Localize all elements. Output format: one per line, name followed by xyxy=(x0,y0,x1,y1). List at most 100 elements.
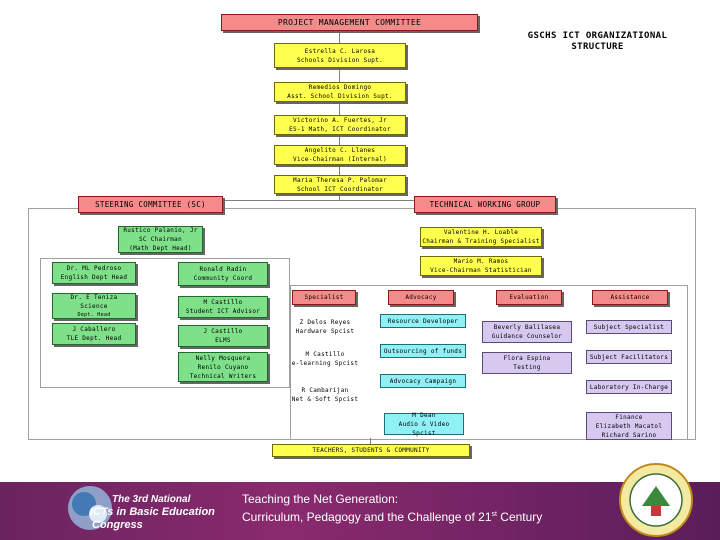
sc-head-2-role: Science xyxy=(80,302,108,310)
adv-2: Outsourcing of funds xyxy=(380,344,466,358)
col-advocacy-label: Advocacy xyxy=(405,294,437,301)
twg-chair-name: Valentine H. Loable xyxy=(443,229,519,236)
tagline-line-2: Curriculum, Pedagogy and the Challenge o… xyxy=(242,507,542,525)
sc-member-4-role: Technical Writers xyxy=(189,372,257,380)
chain-name-2: Remedios Domingo xyxy=(308,84,372,91)
spec-4-name: M Dean xyxy=(412,411,436,419)
chain-role-2: Asst. School Division Supt. xyxy=(287,93,393,100)
bottom-connector xyxy=(370,438,371,448)
sc-member-2: M Castillo Student ICT Advisor xyxy=(178,296,268,318)
sc-member-3: J Castillo ELMS xyxy=(178,325,268,347)
twg-frame xyxy=(290,285,688,440)
sc-head-3-name: J Caballero xyxy=(72,326,116,333)
sc-member-4-name: Nelly Mosquera xyxy=(195,354,251,362)
col-specialist: Specialist xyxy=(292,290,356,305)
congress-line-3: Congress xyxy=(92,519,143,531)
adv-3: Advocacy Campaign xyxy=(380,374,466,388)
pmc-box: PROJECT MANAGEMENT COMMITTEE xyxy=(221,14,478,31)
congress-logo-icon xyxy=(68,486,112,530)
adv-1-label: Resource Developer xyxy=(387,317,459,325)
eval-1: Beverly Balilasea Guidance Counselor xyxy=(482,321,572,343)
col-assistance: Assistance xyxy=(592,290,668,305)
spec-3-name: R Cambarijan xyxy=(301,387,349,394)
sc-member-2-role: Student ICT Advisor xyxy=(185,308,261,315)
eval-1-role: Guidance Counselor xyxy=(491,333,563,340)
assist-4-title: Finance xyxy=(615,413,643,421)
chain-name-5: Maria Theresa P. Palomar xyxy=(293,176,387,184)
sc-member-1-name: Ronald Radin xyxy=(199,266,247,273)
spec-2-role: e-learning Spcist xyxy=(291,360,359,367)
sc-head-2-name: Dr. E Teniza xyxy=(70,293,118,301)
sc-member-4: Nelly Mosquera Renilo Cuyano Technical W… xyxy=(178,352,268,382)
assist-1: Subject Specialist xyxy=(586,320,672,334)
spec-2: M Castillo e-learning Spcist xyxy=(290,348,360,370)
sc-member-1-role: Community Coord xyxy=(193,275,253,282)
eval-2-name: Flora Espina xyxy=(503,355,551,362)
sc-header-label: STEERING COMMITTEE (SC) xyxy=(95,200,206,209)
adv-2-label: Outsourcing of funds xyxy=(383,347,463,355)
twg-vice-role: Vice-Chairman Statistician xyxy=(430,267,532,274)
spec-1-name: Z Delos Reyes xyxy=(299,319,351,326)
adv-1: Resource Developer xyxy=(380,314,466,328)
twg-chair-box: Valentine H. Loable Chairman & Training … xyxy=(420,227,542,247)
spec-3: R Cambarijan Net & Soft Spcist xyxy=(290,384,360,406)
spec-4: M Dean Audio & Video Spcist xyxy=(384,411,464,437)
sc-member-1: Ronald Radin Community Coord xyxy=(178,262,268,286)
tagline-sup: st xyxy=(491,511,497,518)
col-advocacy: Advocacy xyxy=(388,290,454,305)
chain-role-5: School ICT Coordinator xyxy=(296,185,384,193)
branch-line xyxy=(150,200,490,201)
community-bar: TEACHERS, STUDENTS & COMMUNITY xyxy=(272,444,470,457)
assist-3: Laboratory In-Charge xyxy=(586,380,672,394)
chain-box-5: Maria Theresa P. Palomar School ICT Coor… xyxy=(274,175,406,194)
pmc-label: PROJECT MANAGEMENT COMMITTEE xyxy=(277,18,422,27)
spec-1: Z Delos Reyes Hardware Spcist xyxy=(290,316,360,338)
adv-3-label: Advocacy Campaign xyxy=(389,377,457,385)
chain-name-3: Victorino A. Fuertes, Jr xyxy=(293,117,387,124)
chain-box-1: Estrella C. Larosa Schools Division Supt… xyxy=(274,43,406,68)
sc-header: STEERING COMMITTEE (SC) xyxy=(78,196,223,213)
assist-2: Subject Facilitators xyxy=(586,350,672,364)
chain-box-4: Angelito C. Llanes Vice-Chairman (Intern… xyxy=(274,145,406,165)
chain-role-1: Schools Division Supt. xyxy=(296,56,384,64)
assist-4-name-2: Richard Sarino xyxy=(601,431,657,439)
org-title-text: GSCHS ICT ORGANIZATIONAL STRUCTURE xyxy=(527,31,668,52)
assist-1-label: Subject Specialist xyxy=(593,323,665,331)
chain-box-3: Victorino A. Fuertes, Jr ES-1 Math, ICT … xyxy=(274,115,406,135)
twg-vice-box: Mario M. Ramos Vice-Chairman Statisticia… xyxy=(420,256,542,276)
chain-role-3: ES-1 Math, ICT Coordinator xyxy=(289,126,391,133)
congress-line-1: The 3rd National xyxy=(112,494,191,505)
sc-chair-box: Rustico Palanio, Jr SC Chairman (Math De… xyxy=(118,226,203,253)
community-label: TEACHERS, STUDENTS & COMMUNITY xyxy=(312,447,430,454)
col-evaluation-label: Evaluation xyxy=(509,294,549,301)
sc-chair-role: SC Chairman xyxy=(138,236,183,243)
assist-2-label: Subject Facilitators xyxy=(589,353,669,361)
org-title: GSCHS ICT ORGANIZATIONAL STRUCTURE xyxy=(500,31,695,53)
sc-member-3-name: J Castillo xyxy=(203,328,243,335)
sc-member-2-name: M Castillo xyxy=(203,299,243,306)
chain-name-4: Angelito C. Llanes xyxy=(304,147,376,154)
spec-3-role: Net & Soft Spcist xyxy=(291,396,359,403)
sc-head-1-role: English Dept Head xyxy=(60,274,128,281)
sc-member-4-name-2: Renilo Cuyano xyxy=(197,363,249,371)
sc-head-1: Dr. ML Pedroso English Dept Head xyxy=(52,262,136,284)
tagline-line-2-pre: Curriculum, Pedagogy and the Challenge o… xyxy=(242,510,492,524)
chain-role-4: Vice-Chairman (Internal) xyxy=(293,156,387,163)
twg-chair-role: Chairman & Training Specialist xyxy=(422,238,540,245)
sc-head-2: Dr. E Teniza Science Dept. Head xyxy=(52,293,136,319)
twg-vice-name: Mario M. Ramos xyxy=(453,258,509,265)
chain-name-1: Estrella C. Larosa xyxy=(304,47,376,55)
spec-2-name: M Castillo xyxy=(305,351,345,358)
sc-head-1-name: Dr. ML Pedroso xyxy=(66,265,122,272)
col-assistance-label: Assistance xyxy=(610,294,650,301)
sc-head-3-role: TLE Dept. Head xyxy=(66,335,122,342)
tagline: Teaching the Net Generation: Curriculum,… xyxy=(242,491,542,525)
eval-2: Flora Espina Testing xyxy=(482,352,572,374)
spec-4-role: Audio & Video Spcist xyxy=(398,420,450,437)
sc-member-3-role: ELMS xyxy=(215,337,231,344)
spec-1-role: Hardware Spcist xyxy=(295,328,355,335)
assist-3-label: Laboratory In-Charge xyxy=(589,383,669,391)
congress-line-2: ICTs in Basic Education xyxy=(90,506,215,518)
footer-banner: The 3rd National ICTs in Basic Education… xyxy=(0,463,720,540)
twg-header-label: TECHNICAL WORKING GROUP xyxy=(429,200,541,209)
